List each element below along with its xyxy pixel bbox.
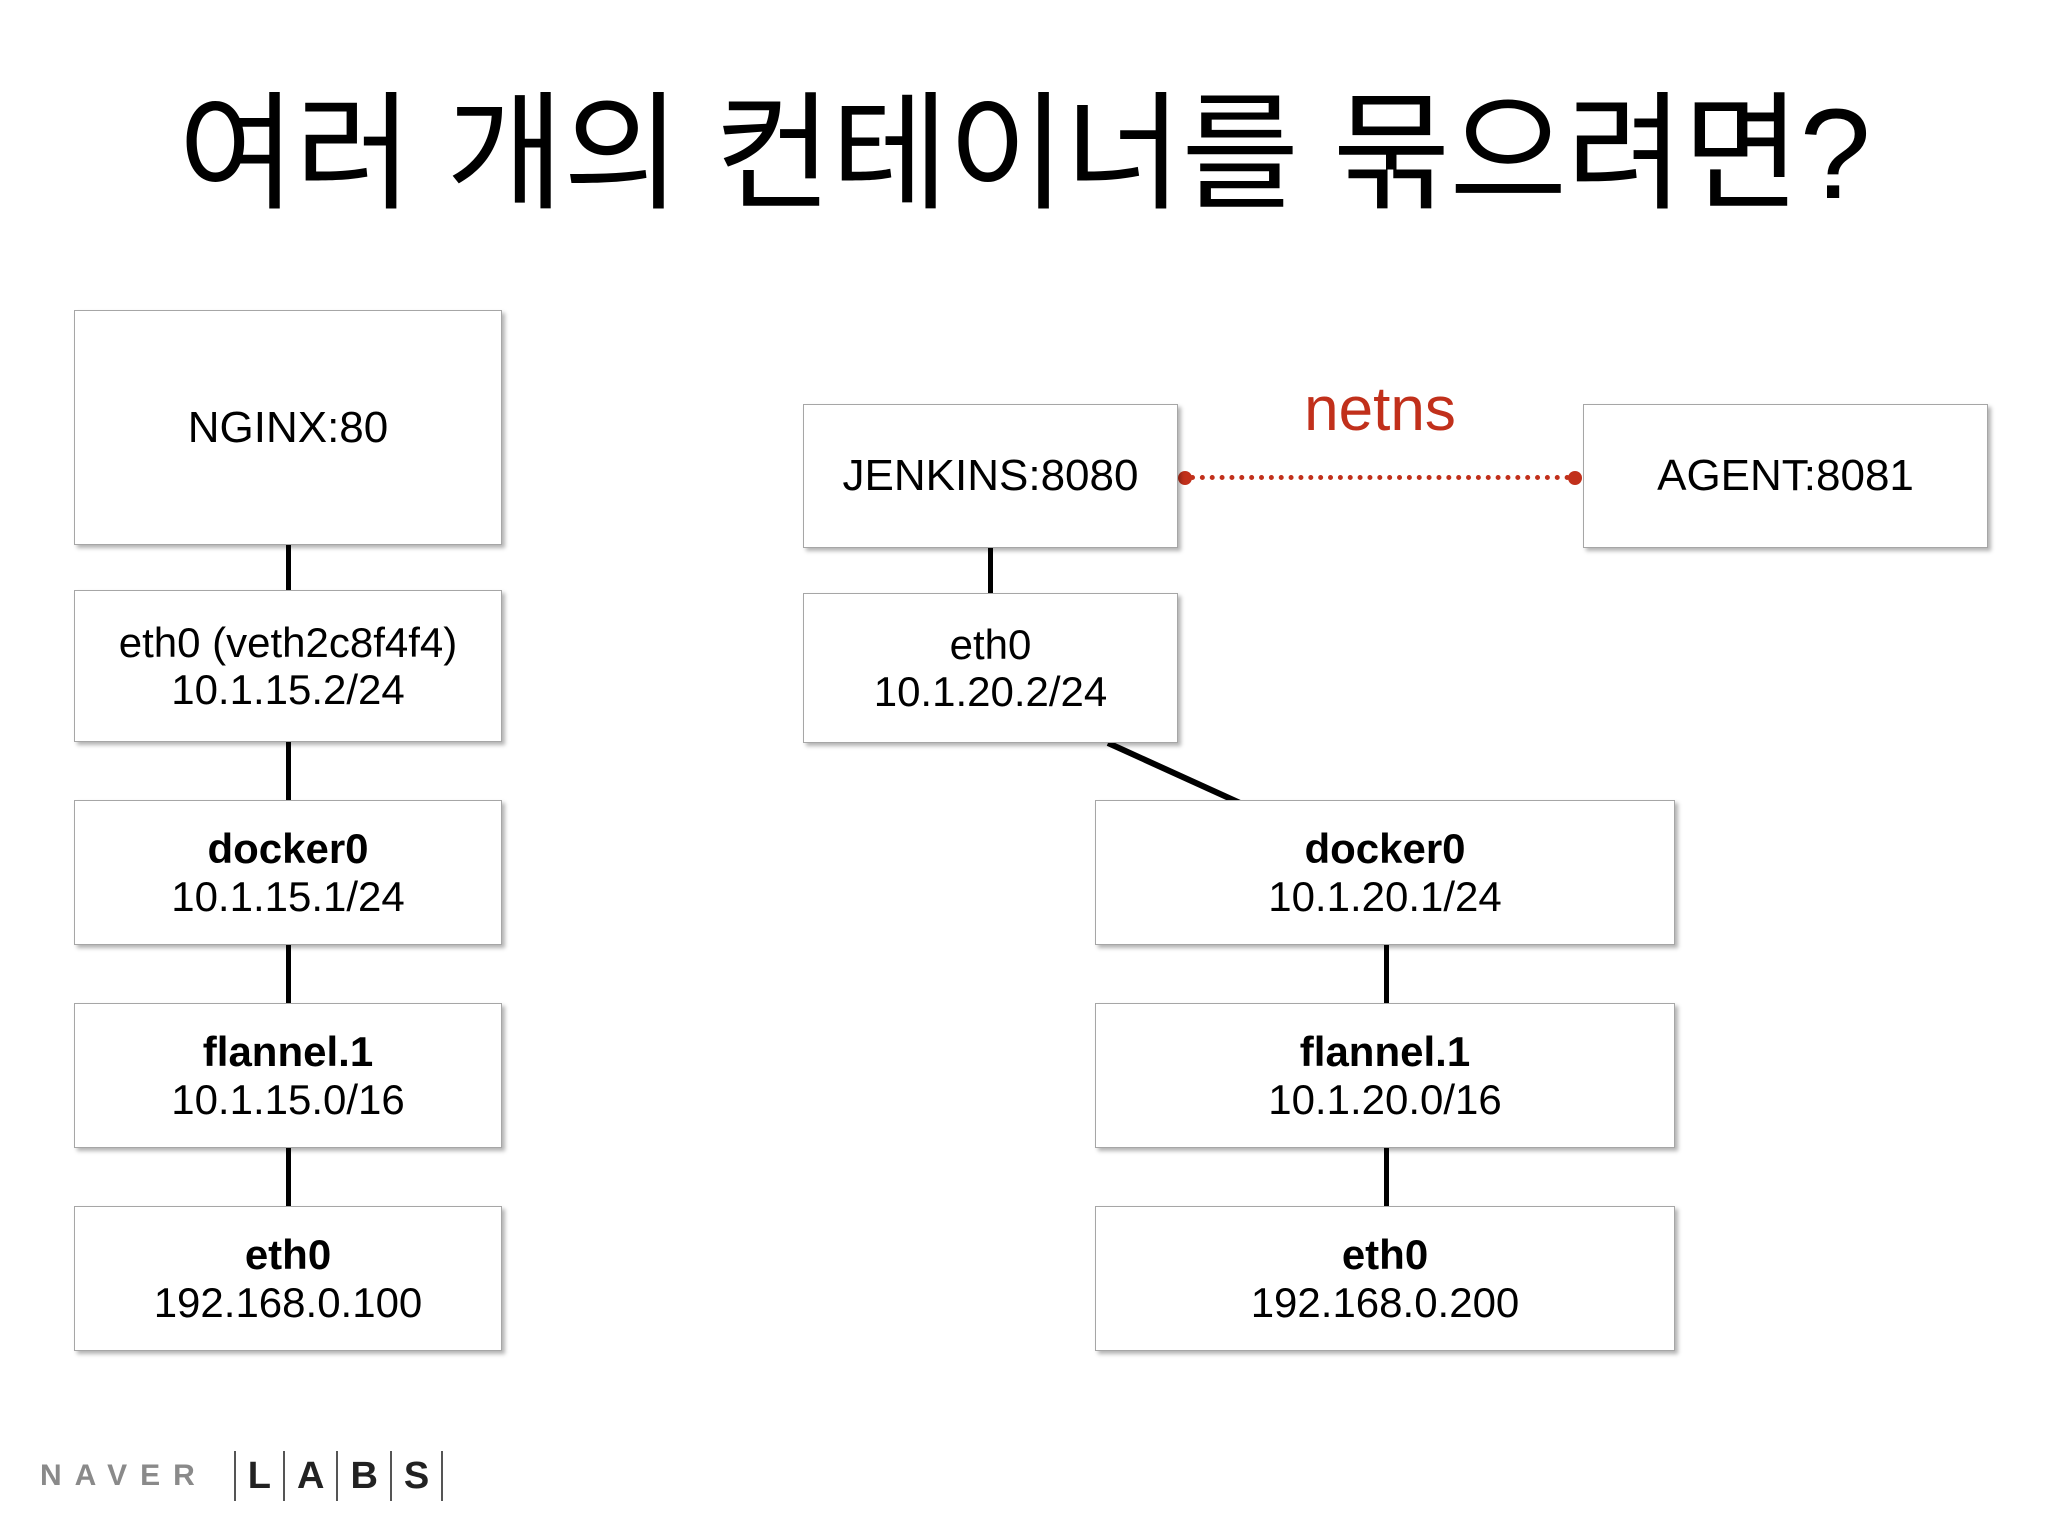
netns-dotted-line [1190,475,1570,480]
netns-endpoint-dot-right [1568,471,1582,485]
connector-flannel-to-eth0 [286,1148,291,1206]
logo-letter-b: B [350,1455,378,1497]
node-left-eth0-addr: 192.168.0.100 [153,1278,423,1326]
node-right-flannel-name: flannel.1 [1299,1028,1471,1076]
node-left-flannel[interactable]: flannel.1 10.1.15.0/16 [74,1003,502,1148]
node-left-veth[interactable]: eth0 (veth2c8f4f4) 10.1.15.2/24 [74,590,502,742]
node-left-eth0-name: eth0 [244,1231,332,1279]
connector-rdocker0-to-rflannel [1384,945,1389,1003]
logo-letter-l: L [247,1455,272,1497]
node-left-veth-name: eth0 (veth2c8f4f4) [118,618,458,666]
node-nginx-label: NGINX:80 [187,402,389,452]
node-left-flannel-name: flannel.1 [202,1028,374,1076]
node-right-flannel-addr: 10.1.20.0/16 [1268,1075,1502,1123]
node-left-docker0-addr: 10.1.15.1/24 [171,872,405,920]
node-right-eth0-container[interactable]: eth0 10.1.20.2/24 [803,593,1178,743]
connector-rflannel-to-reth0 [1384,1148,1389,1206]
node-right-eth0-addr: 192.168.0.200 [1250,1278,1520,1326]
node-right-eth0[interactable]: eth0 192.168.0.200 [1095,1206,1675,1351]
logo-separator-0 [233,1451,236,1501]
logo-separator-2 [336,1451,339,1501]
netns-label: netns [1304,375,1456,444]
node-nginx[interactable]: NGINX:80 [74,310,502,545]
node-left-flannel-addr: 10.1.15.0/16 [171,1075,405,1123]
connector-veth-to-docker0 [286,742,291,800]
node-jenkins-label: JENKINS:8080 [842,451,1139,501]
logo-separator-1 [283,1451,286,1501]
logo-separator-4 [441,1451,444,1501]
connector-docker0-to-flannel [286,945,291,1003]
naver-labs-logo: NAVER L A B S [40,1446,455,1506]
node-left-veth-addr: 10.1.15.2/24 [171,666,405,713]
page-title: 여러 개의 컨테이너를 묶으려면? [178,83,1871,226]
node-right-eth0-name: eth0 [1341,1231,1429,1279]
connector-jenkins-to-eth0 [988,548,993,593]
netns-endpoint-dot-left [1178,471,1192,485]
netns-connector [1178,471,1582,485]
node-jenkins[interactable]: JENKINS:8080 [803,404,1178,548]
connector-nginx-to-veth [286,545,291,590]
logo-separator-3 [389,1451,392,1501]
logo-labs-text: L A B S [222,1451,455,1501]
node-right-docker0-name: docker0 [1304,825,1466,873]
node-agent[interactable]: AGENT:8081 [1583,404,1988,548]
node-agent-label: AGENT:8081 [1657,451,1914,501]
node-right-eth0c-addr: 10.1.20.2/24 [873,668,1108,715]
node-left-docker0-name: docker0 [207,825,369,873]
node-right-docker0[interactable]: docker0 10.1.20.1/24 [1095,800,1675,945]
node-left-docker0[interactable]: docker0 10.1.15.1/24 [74,800,502,945]
logo-letter-s: S [403,1455,430,1497]
node-left-eth0[interactable]: eth0 192.168.0.100 [74,1206,502,1351]
logo-letter-a: A [297,1455,325,1497]
node-right-docker0-addr: 10.1.20.1/24 [1268,872,1502,920]
logo-naver-text: NAVER [40,1459,208,1492]
node-right-flannel[interactable]: flannel.1 10.1.20.0/16 [1095,1003,1675,1148]
node-right-eth0c-name: eth0 [949,620,1032,668]
